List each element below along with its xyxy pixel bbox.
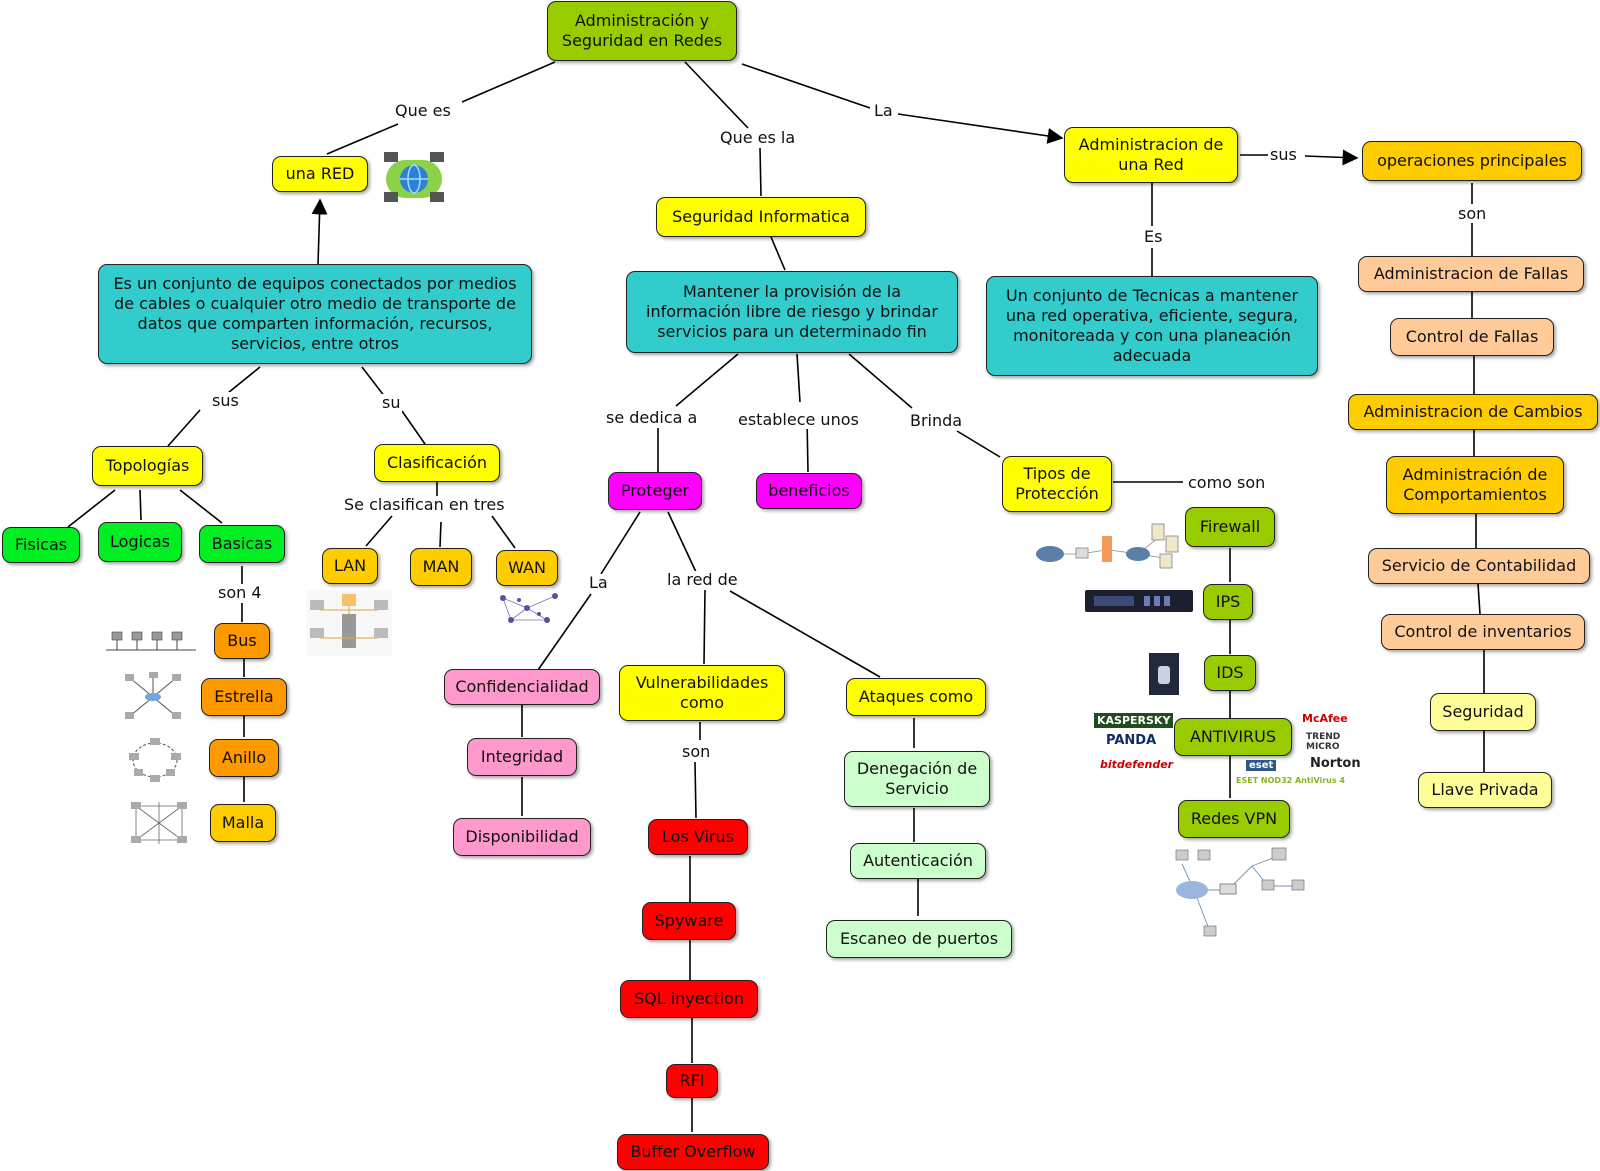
panda-logo: PANDA [1106,733,1157,748]
label-sus-red: sus [210,391,241,410]
wan-diagram-icon [497,590,561,626]
label-se-dedica: se dedica a [604,408,700,427]
node-control-inventarios[interactable]: Control de inventarios [1381,614,1585,650]
mcafee-logo: McAfee [1302,712,1348,725]
label-sus-admin: sus [1268,145,1299,164]
label-que-es-la: Que es la [718,128,798,147]
node-proteger[interactable]: Proteger [608,472,702,510]
kaspersky-logo: KASPERSKY [1094,713,1174,728]
node-administracion-cambios[interactable]: Administracion de Cambios [1348,394,1598,430]
label-son-4: son 4 [216,583,264,602]
label-es-admin: Es [1142,227,1165,246]
node-man[interactable]: MAN [410,548,472,586]
node-una-red[interactable]: una RED [272,156,368,192]
label-la-top: La [872,101,895,120]
label-la-red-de: la red de [665,570,740,589]
node-seguridad-informatica[interactable]: Seguridad Informatica [656,197,866,237]
node-lan[interactable]: LAN [322,548,378,584]
label-como-son: como son [1186,473,1268,492]
label-son-operaciones: son [1456,204,1489,223]
node-confidencialidad[interactable]: Confidencialidad [444,669,600,705]
node-clasificacion[interactable]: Clasificación [374,444,500,482]
node-seguridad-definicion[interactable]: Mantener la provisión de la información … [626,271,958,353]
eset-nod32-logo: ESET NOD32 AntiVirus 4 [1236,776,1345,785]
node-rfi[interactable]: RFI [666,1064,718,1098]
node-wan[interactable]: WAN [496,550,558,586]
label-que-es: Que es [393,101,453,120]
label-se-clasifican: Se clasifican en tres [342,495,507,514]
node-malla[interactable]: Malla [210,804,276,842]
node-spyware[interactable]: Spyware [642,902,736,940]
lan-diagram-icon [306,590,392,656]
node-administracion-fallas[interactable]: Administracion de Fallas [1358,256,1584,292]
node-escaneo-puertos[interactable]: Escaneo de puertos [826,920,1012,958]
node-servicio-contabilidad[interactable]: Servicio de Contabilidad [1368,548,1590,584]
node-beneficios[interactable]: beneficios [756,473,862,509]
node-disponibilidad[interactable]: Disponibilidad [453,818,591,856]
bitdefender-logo: bitdefender [1100,758,1174,771]
node-estrella[interactable]: Estrella [201,678,287,716]
node-bus[interactable]: Bus [214,623,270,659]
node-administracion-comportamientos[interactable]: Administración de Comportamientos [1386,456,1564,514]
root-node[interactable]: Administración y Seguridad en Redes [547,1,737,61]
trend-micro-logo: TREND MICRO [1306,732,1341,752]
mesh-topology-icon [130,800,188,846]
node-buffer-overflow[interactable]: Buffer Overflow [617,1134,769,1170]
bus-topology-icon [104,628,198,656]
node-seguridad-operacion[interactable]: Seguridad [1430,693,1536,731]
node-ips[interactable]: IPS [1203,584,1253,620]
node-red-definicion[interactable]: Es un conjunto de equipos conectados por… [98,264,532,364]
norton-logo: Norton [1310,756,1361,771]
node-los-virus[interactable]: Los Virus [648,819,748,855]
firewall-diagram-icon [1034,518,1182,574]
node-autenticacion[interactable]: Autenticación [850,843,986,879]
label-su-red: su [380,393,403,412]
node-topologias[interactable]: Topologías [92,446,203,486]
node-basicas[interactable]: Basicas [199,525,285,563]
node-control-fallas[interactable]: Control de Fallas [1390,318,1554,356]
node-fisicas[interactable]: Fisicas [2,527,80,563]
node-llave-privada[interactable]: Llave Privada [1418,772,1552,808]
node-sql-inyection[interactable]: SQL inyection [620,980,758,1018]
label-la-proteger: La [587,573,610,592]
node-operaciones-principales[interactable]: operaciones principales [1362,141,1582,181]
node-anillo[interactable]: Anillo [209,739,279,777]
node-administracion-red[interactable]: Administracion de una Red [1064,127,1238,183]
vpn-diagram-icon [1168,846,1308,946]
eset-logo: eset [1246,760,1277,771]
node-ids[interactable]: IDS [1204,655,1256,691]
ips-appliance-icon [1084,588,1194,614]
star-topology-icon [124,672,182,722]
node-denegacion[interactable]: Denegación de Servicio [844,751,990,807]
network-globe-icon [382,150,446,206]
label-son-vulnerabilidades: son [680,742,713,761]
node-firewall[interactable]: Firewall [1185,507,1275,547]
label-brinda: Brinda [908,411,965,430]
label-establece: establece unos [736,410,861,429]
node-vulnerabilidades[interactable]: Vulnerabilidades como [619,665,785,721]
node-ataques[interactable]: Ataques como [846,678,986,716]
node-logicas[interactable]: Logicas [98,522,182,562]
ids-device-icon [1148,652,1180,696]
node-integridad[interactable]: Integridad [467,738,577,776]
node-tipos-proteccion[interactable]: Tipos de Protección [1002,456,1112,512]
ring-topology-icon [126,735,184,785]
node-admin-definicion[interactable]: Un conjunto de Tecnicas a mantener una r… [986,276,1318,376]
node-redes-vpn[interactable]: Redes VPN [1178,800,1290,838]
node-antivirus[interactable]: ANTIVIRUS [1174,718,1292,756]
